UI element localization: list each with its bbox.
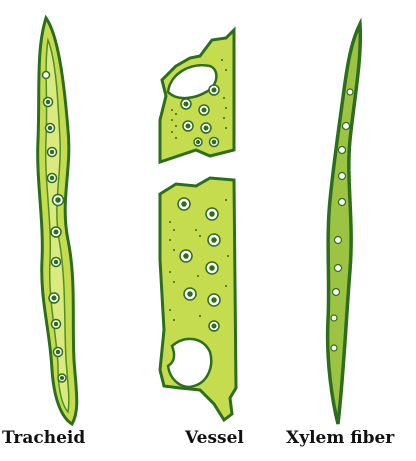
fiber-wall bbox=[328, 24, 361, 424]
vessel-perforation-bottom bbox=[168, 339, 211, 387]
vessel-lower-segment bbox=[160, 178, 236, 420]
xylem-fiber-cell bbox=[328, 24, 361, 424]
vessel-upper-segment bbox=[160, 30, 234, 162]
tracheid-label: Tracheid bbox=[2, 428, 85, 448]
tracheid-cell bbox=[38, 18, 77, 424]
xylem-fiber-label: Xylem fiber bbox=[286, 428, 394, 448]
vessel-label: Vessel bbox=[185, 428, 244, 448]
